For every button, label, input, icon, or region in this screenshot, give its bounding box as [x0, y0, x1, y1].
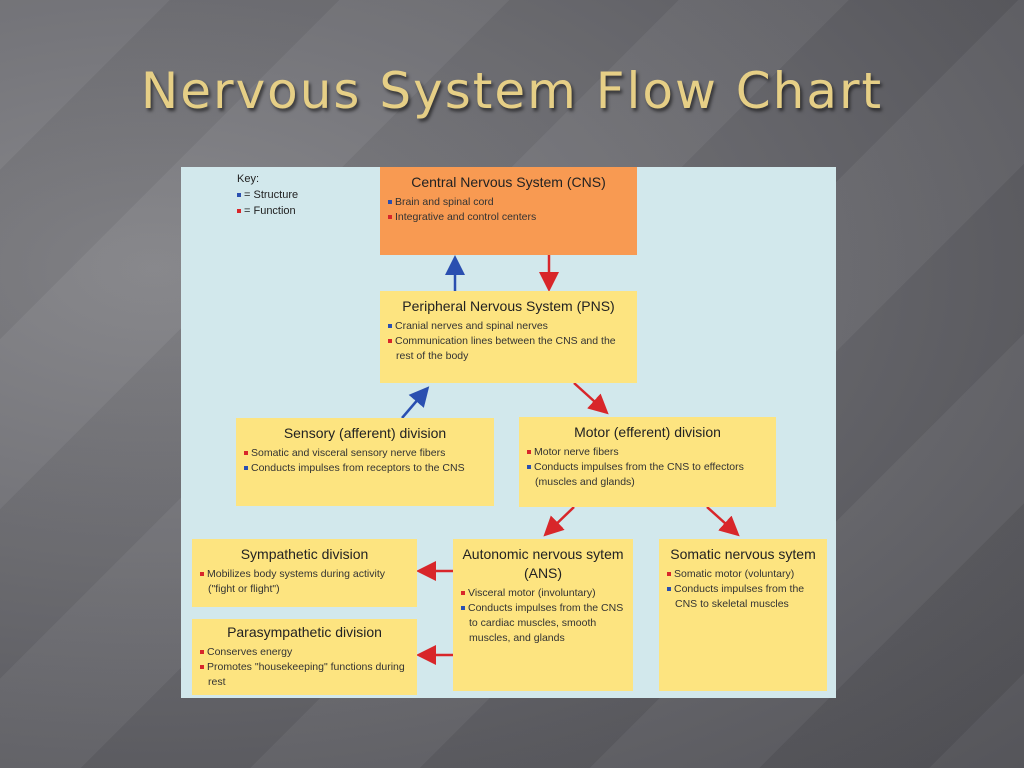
cns-title: Central Nervous System (CNS)	[411, 174, 606, 190]
cns-structure-item: Brain and spinal cord	[388, 195, 629, 210]
sensory-division-box: Sensory (afferent) division Somatic and …	[236, 418, 494, 506]
arrow-motor-to-autonomic	[543, 506, 575, 537]
sympathetic-function-item: Mobilizes body systems during activity (…	[200, 567, 409, 597]
motor-structure-item: Conducts impulses from the CNS to effect…	[527, 460, 768, 490]
slide-title: Nervous System Flow Chart	[140, 62, 884, 120]
structure-bullet-icon	[461, 606, 465, 611]
function-bullet-icon	[527, 450, 531, 455]
structure-bullet-icon	[527, 465, 531, 470]
pns-box: Peripheral Nervous System (PNS) Cranial …	[380, 291, 637, 383]
parasympathetic-function-item: Promotes "housekeeping" functions during…	[200, 660, 409, 690]
function-bullet-icon	[388, 339, 392, 344]
structure-bullet-icon	[667, 587, 671, 592]
parasympathetic-title: Parasympathetic division	[227, 624, 382, 640]
motor-title: Motor (efferent) division	[574, 424, 721, 440]
structure-bullet-icon	[388, 324, 392, 329]
sympathetic-title: Sympathetic division	[240, 546, 369, 562]
cns-box: Central Nervous System (CNS) Brain and s…	[380, 167, 637, 255]
structure-bullet-icon	[388, 200, 392, 205]
autonomic-nervous-system-box: Autonomic nervous sytem (ANS) Visceral m…	[453, 539, 633, 691]
pns-structure-item: Cranial nerves and spinal nerves	[388, 319, 629, 334]
somatic-nervous-system-box: Somatic nervous sytem Somatic motor (vol…	[659, 539, 827, 691]
function-bullet-icon	[200, 650, 204, 655]
sensory-function-item: Somatic and visceral sensory nerve fiber…	[244, 446, 486, 461]
sensory-structure-item: Conducts impulses from receptors to the …	[244, 461, 486, 476]
somatic-title: Somatic nervous sytem	[670, 546, 816, 562]
function-bullet-icon	[200, 665, 204, 670]
function-bullet-icon	[388, 215, 392, 220]
legend-function-label: = Function	[244, 205, 296, 217]
arrow-sensory-to-pns	[401, 386, 430, 419]
function-bullet-icon	[200, 572, 204, 577]
connector-arrows	[401, 255, 740, 665]
arrow-motor-to-somatic	[706, 506, 740, 537]
function-bullet-icon	[461, 591, 465, 596]
function-bullet-icon	[244, 451, 248, 456]
somatic-structure-item: Conducts impulses from the CNS to skelet…	[667, 582, 819, 612]
function-marker-icon	[237, 209, 241, 214]
legend-structure-entry: = Structure	[237, 187, 298, 203]
function-bullet-icon	[667, 572, 671, 577]
autonomic-structure-item: Conducts impulses from the CNS to cardia…	[461, 601, 625, 646]
flow-chart-panel: Key: = Structure = Function Central Nerv…	[181, 167, 836, 698]
sensory-title: Sensory (afferent) division	[283, 425, 447, 441]
legend-function-entry: = Function	[237, 203, 298, 219]
autonomic-function-item: Visceral motor (involuntary)	[461, 586, 625, 601]
motor-function-item: Motor nerve fibers	[527, 445, 768, 460]
autonomic-title: Autonomic nervous sytem (ANS)	[462, 546, 624, 581]
structure-bullet-icon	[244, 466, 248, 471]
legend-key: Key: = Structure = Function	[237, 171, 298, 219]
sympathetic-division-box: Sympathetic division Mobilizes body syst…	[192, 539, 417, 607]
legend-title: Key:	[237, 173, 260, 185]
somatic-function-item: Somatic motor (voluntary)	[667, 567, 819, 582]
parasympathetic-division-box: Parasympathetic division Conserves energ…	[192, 619, 417, 695]
parasympathetic-function-item: Conserves energy	[200, 645, 409, 660]
structure-marker-icon	[237, 193, 241, 198]
cns-function-item: Integrative and control centers	[388, 210, 629, 225]
pns-title: Peripheral Nervous System (PNS)	[402, 298, 615, 314]
motor-division-box: Motor (efferent) division Motor nerve fi…	[519, 417, 776, 507]
pns-function-item: Communication lines between the CNS and …	[388, 334, 629, 364]
legend-structure-label: = Structure	[244, 189, 299, 201]
arrow-pns-to-motor	[573, 382, 609, 415]
